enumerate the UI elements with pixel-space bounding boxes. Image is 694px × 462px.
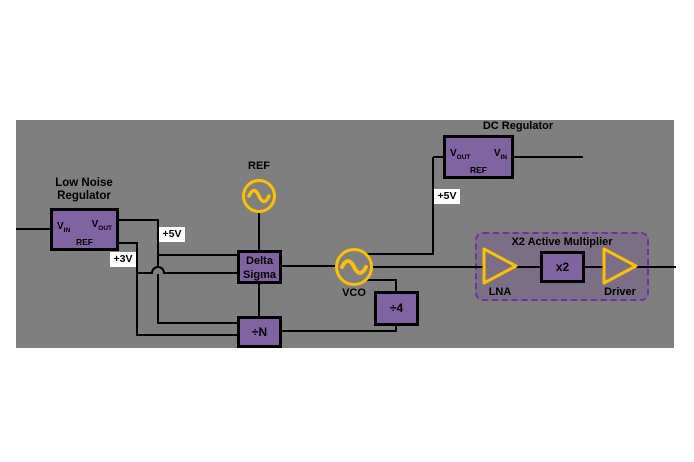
delta-sigma-block: Delta Sigma — [237, 250, 282, 284]
driver-label: Driver — [604, 286, 636, 298]
wire-delta-sigma-to-vco — [280, 265, 337, 267]
voltage-label-5v-regulator: +5V — [159, 227, 185, 242]
wire-lnr-3v-stub — [117, 242, 138, 244]
lna-amplifier-icon — [482, 247, 518, 285]
wire-5v-to-delta-sigma — [157, 254, 239, 256]
lnr-pin-ref: REF — [76, 237, 93, 247]
wire-crossover-hop — [151, 266, 165, 274]
wire-dc5v-to-vco — [367, 253, 434, 255]
wire-dcreg-vin-line — [512, 156, 583, 158]
wire-div4-to-divn — [280, 330, 397, 332]
x2-multiplier-block: x2 — [540, 251, 585, 283]
divide-by-n-block: ÷N — [237, 316, 282, 348]
divide-by-4-block: ÷4 — [374, 291, 419, 326]
delta-sigma-label-line1: Delta — [246, 255, 273, 267]
wire-ref-to-delta-sigma — [258, 211, 260, 252]
voltage-label-5v-dc: +5V — [434, 189, 460, 204]
dcreg-pin-ref: REF — [470, 165, 487, 175]
wire-div4-input — [395, 279, 397, 293]
dcreg-pin-vin: VIN — [493, 148, 507, 161]
x2-label: x2 — [555, 260, 570, 274]
wire-5v-to-divn — [157, 322, 239, 324]
wire-lnr-5v-stub — [117, 219, 159, 221]
dc-regulator-title: DC Regulator — [482, 120, 554, 132]
low-noise-regulator-block: VIN VOUT REF — [50, 208, 119, 251]
delta-sigma-label-line2: Sigma — [242, 269, 276, 281]
lnr-pin-vin: VIN — [57, 221, 71, 234]
driver-amplifier-icon — [602, 247, 638, 285]
sine-wave-icon — [340, 259, 368, 275]
low-noise-regulator-title: Low Noise Regulator — [55, 177, 113, 202]
wire-delta-sigma-to-divn — [258, 282, 260, 318]
divide-by-4-label: ÷4 — [389, 301, 404, 315]
wire-dcreg-vout-stub — [433, 156, 445, 158]
ref-oscillator-icon — [242, 179, 276, 213]
wire-3v-to-delta-sigma-left — [136, 272, 153, 274]
wire-div4-output — [395, 323, 397, 332]
wire-vco-output — [372, 266, 484, 268]
lna-label: LNA — [488, 286, 512, 298]
wire-x2-to-driver — [583, 266, 604, 268]
wire-input-to-lnr — [16, 228, 50, 230]
lnr-pin-vout: VOUT — [91, 219, 112, 232]
wire-3v-to-delta-sigma-right — [163, 272, 239, 274]
diagram-background-panel — [16, 120, 674, 348]
rail-3v-vertical — [136, 242, 138, 336]
voltage-label-3v-regulator: +3V — [110, 252, 136, 267]
divide-by-n-label: ÷N — [251, 325, 268, 339]
vco-oscillator-icon — [335, 248, 373, 286]
ref-oscillator-label: REF — [248, 160, 270, 172]
wire-lna-to-x2 — [516, 266, 542, 268]
dc-regulator-block: VOUT VIN REF — [443, 135, 514, 179]
wire-dc5v-vertical — [432, 157, 434, 255]
dcreg-pin-vout: VOUT — [450, 148, 471, 161]
sine-wave-icon — [247, 188, 271, 204]
wire-driver-output — [636, 266, 676, 268]
wire-3v-to-divn — [136, 334, 239, 336]
wire-vco-to-div4 — [367, 279, 397, 281]
x2-active-multiplier-title: X2 Active Multiplier — [511, 236, 613, 248]
vco-oscillator-label: VCO — [342, 287, 366, 299]
